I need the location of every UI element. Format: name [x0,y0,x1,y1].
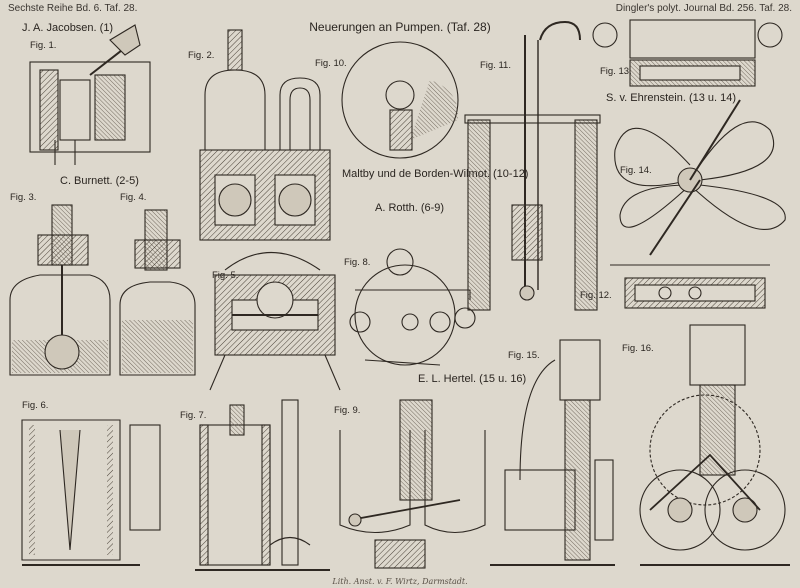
fig-8-label: Fig. 8. [344,257,371,268]
fig14-drawing [610,99,786,266]
fig11-drawing [464,20,601,311]
fig-2-label: Fig. 2. [188,50,215,61]
plate-series-label: Sechste Reihe Bd. 6. Taf. 28. [8,3,138,14]
attribution-rotth: A. Rotth. (6-9) [375,202,445,214]
attribution-burnett: C. Burnett. (2-5) [60,175,139,187]
fig12-drawing [624,277,766,309]
fig-15-label: Fig. 15. [508,350,540,361]
fig4-drawing [119,209,196,376]
fig-10-label: Fig. 10. [315,58,347,69]
fig-12-label: Fig. 12. [580,290,612,301]
fig-13-label: Fig. 13. [600,66,632,77]
fig-7-label: Fig. 7. [180,410,207,421]
fig13-drawing [592,19,783,87]
fig-9-label: Fig. 9. [334,405,361,416]
fig6-drawing [21,419,161,566]
fig10-drawing [341,41,459,159]
fig2-drawing [199,29,331,241]
fig-3-label: Fig. 3. [10,192,37,203]
fig15-drawing [490,339,615,566]
lithographer-imprint: Lith. Anst. v. F. Wirtz, Darmstadt. [332,577,468,586]
fig16-drawing [639,324,790,566]
fig-5-label: Fig. 5. [212,270,239,281]
fig-4-label: Fig. 4. [120,192,147,203]
attribution-ehrenstein: S. v. Ehrenstein. (13 u. 14) [606,92,737,104]
fig1-drawing [29,24,151,165]
fig3-drawing [9,204,111,376]
fig-16-label: Fig. 16. [622,343,654,354]
attribution-hertel: E. L. Hertel. (15 u. 16) [418,373,527,385]
plate-title: Neuerungen an Pumpen. (Taf. 28) [309,20,491,34]
fig5-drawing [209,252,341,391]
journal-reference: Dingler's polyt. Journal Bd. 256. Taf. 2… [615,3,792,14]
fig-11-label: Fig. 11. [480,60,511,71]
fig-6-label: Fig. 6. [22,400,49,411]
fig9-drawing [339,399,486,569]
attribution-maltby: Maltby und de Borden-Wilmot. (10-12) [342,168,529,180]
fig-14-label: Fig. 14. [620,165,652,176]
fig7-drawing [195,399,330,571]
fig-1-label: Fig. 1. [30,40,57,51]
attribution-jacobsen: J. A. Jacobsen. (1) [22,22,114,34]
